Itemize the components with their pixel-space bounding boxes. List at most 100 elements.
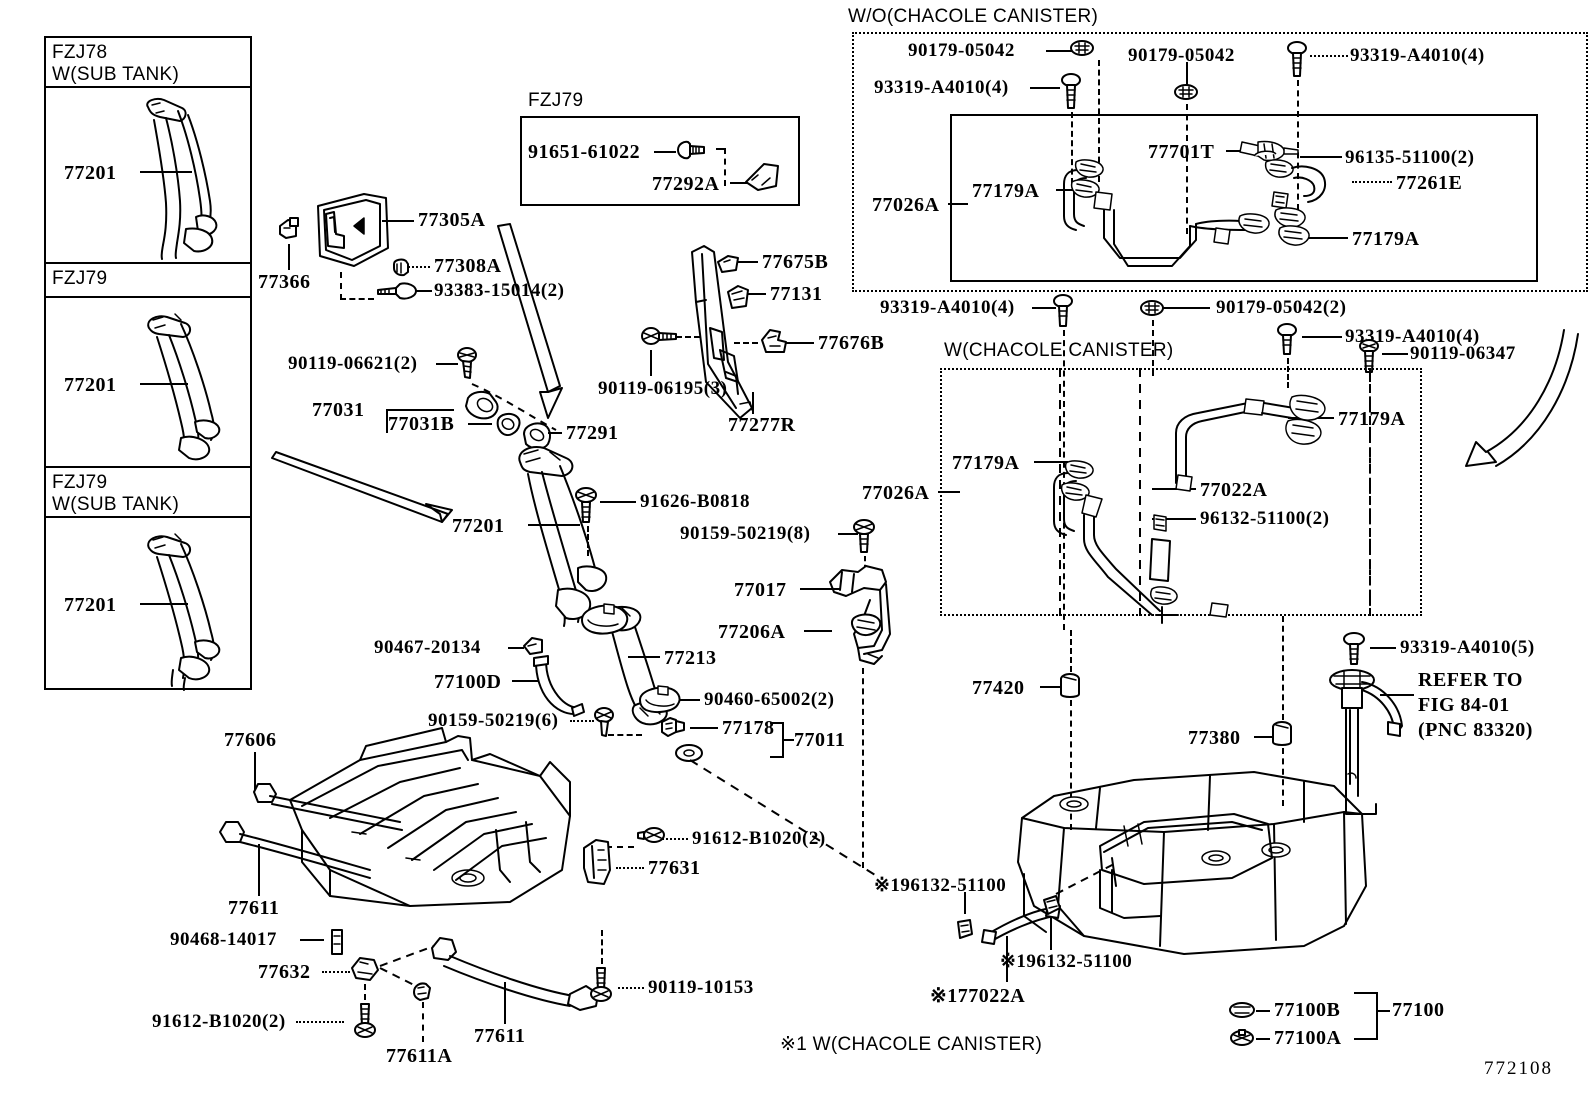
leader-77632 (322, 971, 350, 973)
leader-77206A (804, 630, 832, 632)
part-label-77201-b: 77201 (64, 374, 117, 396)
fuel-tank-drawing (1017, 771, 1367, 955)
filler-neck-drawing-1 (146, 97, 218, 260)
label-77308A: 77308A (434, 255, 502, 277)
label-77201-main: 77201 (452, 515, 505, 537)
leader-77100D (512, 680, 538, 682)
label-93319-A4010-b: 93319-A4010(4) (1350, 45, 1485, 66)
bracket-77631-drawing (583, 839, 611, 885)
leader-77022A-a (1152, 488, 1196, 490)
label-90179-05042-b: 90179-05042 (1128, 45, 1235, 66)
leader-96132-a (964, 892, 966, 914)
leader-77261E (1352, 181, 1392, 183)
filler-neck-drawing-3 (147, 533, 221, 691)
bush-77031B-icon (496, 412, 521, 436)
wo-canister-outer-box (852, 32, 1588, 292)
leader-93319-c (1032, 307, 1056, 309)
label-77213: 77213 (664, 647, 717, 669)
valve-77178-icon (661, 717, 685, 737)
bolt-91626-icon (575, 487, 597, 523)
label-91612-B1020-a: 91612-B1020(2) (152, 1011, 286, 1032)
leader-77606 (254, 752, 256, 794)
dash-93319-a (1071, 112, 1073, 184)
label-77611A: 77611A (386, 1045, 453, 1067)
w-canister-tube-drawing (1053, 394, 1326, 624)
label-77031B: 77031B (388, 413, 455, 435)
bolt-77611A-icon (413, 982, 431, 1001)
label-77420: 77420 (972, 677, 1025, 699)
bolt-77100A-icon (1230, 1029, 1254, 1046)
dash-77676B (734, 342, 758, 344)
leader-91651 (654, 151, 676, 153)
leader-77611-left (258, 844, 260, 896)
clip-90468-icon (331, 929, 343, 955)
dash-91612-b (606, 846, 634, 848)
fuel-tank-shield-drawing (219, 727, 571, 907)
bush-77291-icon (523, 422, 551, 450)
leader-90179-b (1186, 62, 1188, 86)
bolt-93319-5-icon (1343, 632, 1365, 665)
fzj79-box-header: FZJ79 (528, 90, 584, 111)
leader-77179A-b (1304, 237, 1348, 239)
dash-77011-to-tank (689, 759, 881, 879)
label-90119-06621: 90119-06621(2) (288, 353, 418, 374)
label-77131: 77131 (770, 283, 823, 305)
bracket-77100-mid (1376, 1010, 1390, 1012)
dash-77420-down (1070, 700, 1072, 830)
bolt-90159-8-icon (853, 519, 875, 553)
leader-77675B (738, 261, 758, 263)
leader-77017 (800, 588, 840, 590)
leader-90179-c (1162, 307, 1210, 309)
label-77206A: 77206A (718, 621, 786, 643)
leader-77100A (1256, 1038, 1270, 1040)
grommet-77380-icon (1272, 721, 1292, 746)
dash-90179-c (1152, 320, 1154, 376)
bracket-77100-bot (1354, 1038, 1378, 1040)
left-section-header-2: FZJ79 (52, 268, 108, 289)
wo-canister-tube-drawing (1063, 140, 1326, 267)
label-77701T: 77701T (1148, 141, 1215, 163)
clip-96132-left-icon (957, 919, 973, 939)
leader-93319-5 (1370, 647, 1396, 649)
leader-93319-a (1030, 87, 1060, 89)
nut-90179-a-icon (1070, 40, 1094, 56)
label-77261E: 77261E (1396, 172, 1463, 194)
dash-91626 (587, 526, 589, 556)
leader-77031-v (386, 409, 388, 433)
label-77291: 77291 (566, 422, 619, 444)
nut-90179-c-icon (1140, 300, 1164, 316)
label-77632: 77632 (258, 961, 311, 983)
leader-77366 (288, 244, 290, 270)
screw-93383-icon (377, 282, 417, 300)
dash-93319-b (1297, 80, 1299, 210)
label-77022A-b: ※177022A (930, 985, 1026, 1007)
clip-77675B-icon (717, 255, 739, 273)
leader-90119-06621 (436, 363, 458, 365)
leader-77179A-d (1034, 461, 1068, 463)
part-label-77201-a: 77201 (64, 162, 117, 184)
bush-77031-icon (465, 390, 499, 420)
leader-77201-b (140, 383, 188, 385)
dash-77632-v (364, 984, 366, 1010)
label-93319-A4010-d: 93319-A4010(4) (1345, 326, 1480, 347)
bolt-90119-10153-icon (590, 967, 612, 1002)
clip-77366-icon (279, 217, 299, 239)
label-77380: 77380 (1188, 727, 1241, 749)
leader-77100B (1256, 1010, 1270, 1012)
grommet-77308A-icon (393, 258, 409, 277)
leader-77031-h (388, 409, 454, 411)
label-77026A-a: 77026A (872, 194, 940, 216)
label-93319-A4010-a: 93319-A4010(4) (874, 77, 1009, 98)
bolt-93319-d-icon (1277, 323, 1297, 355)
bracket-77100-v (1376, 992, 1378, 1040)
bracket-77100-top (1354, 992, 1378, 994)
leader-77201-main (528, 524, 580, 526)
label-90179-05042-c: 90179-05042(2) (1216, 297, 1347, 318)
left-section-header-1: FZJ78 W(SUB TANK) (52, 42, 180, 85)
label-77675B: 77675B (762, 251, 829, 273)
dash-93319-c (1063, 330, 1065, 630)
dash-91651-h (716, 148, 726, 150)
hose-77100D-drawing (533, 655, 585, 717)
label-77011: 77011 (794, 729, 846, 751)
